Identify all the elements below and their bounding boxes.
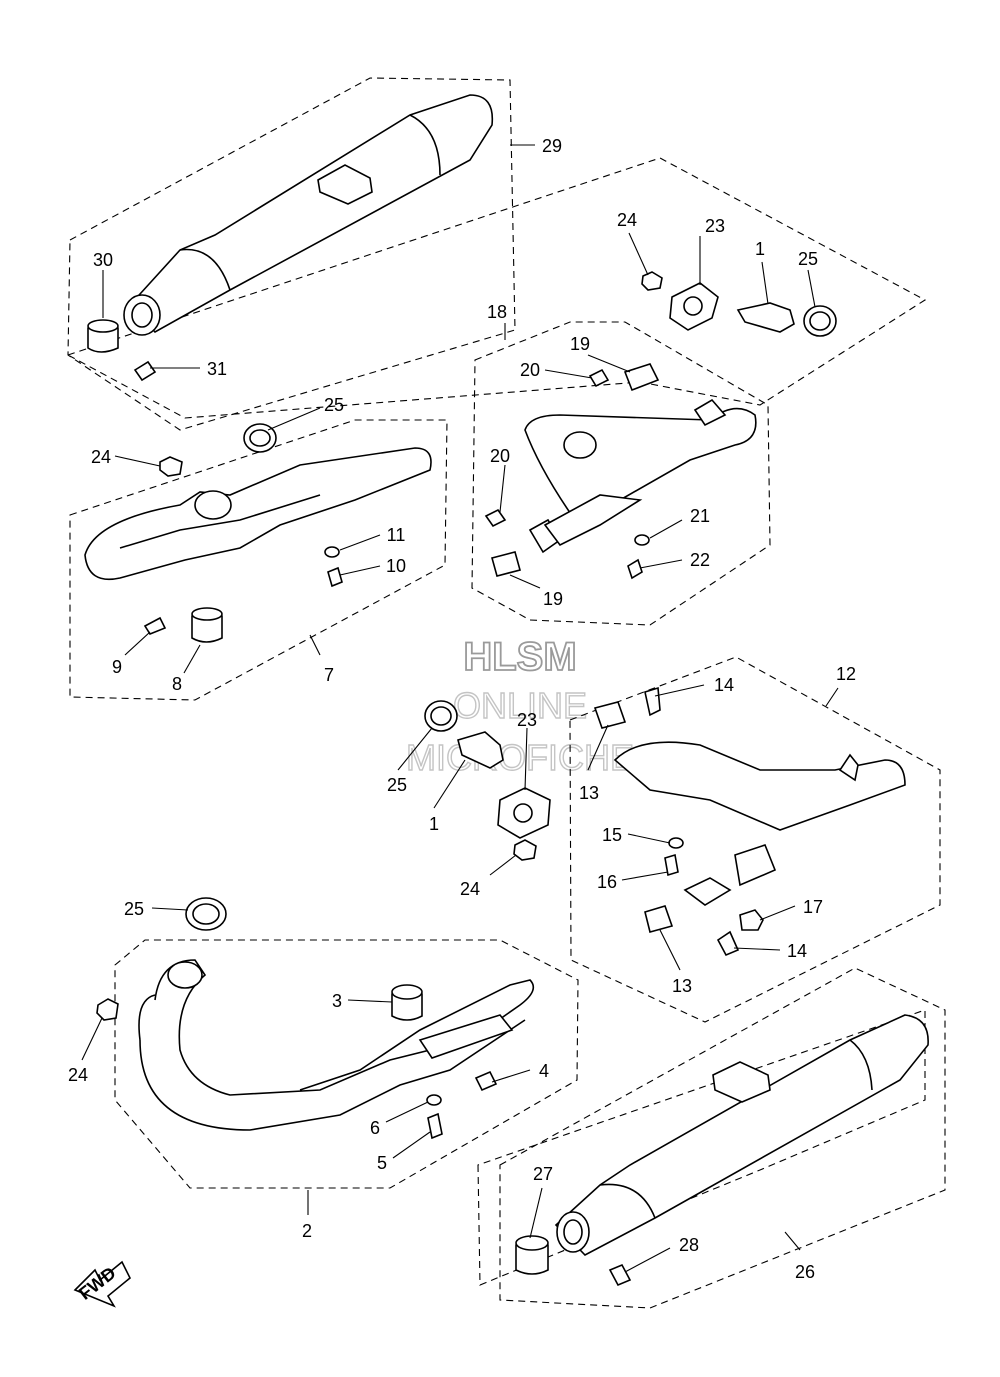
callout-25-left: 25 <box>324 395 344 415</box>
callout-7: 7 <box>324 665 334 685</box>
callout-26: 26 <box>795 1262 815 1282</box>
callout-19-top: 19 <box>570 334 590 354</box>
callout-4: 4 <box>539 1061 549 1081</box>
muffler-assembly-29 <box>66 77 927 431</box>
callout-2: 2 <box>302 1221 312 1241</box>
callout-8: 8 <box>172 674 182 694</box>
callout-24-left: 24 <box>91 447 111 467</box>
callout-6: 6 <box>370 1118 380 1138</box>
exhaust-pipe-assembly-2 <box>96 897 579 1189</box>
callout-19-bottom: 19 <box>543 589 563 609</box>
callout-1-middle: 1 <box>429 814 439 834</box>
callout-10: 10 <box>386 556 406 576</box>
callout-5: 5 <box>377 1153 387 1173</box>
callout-31: 31 <box>207 359 227 379</box>
callout-23-middle: 23 <box>517 710 537 730</box>
callout-29: 29 <box>542 136 562 156</box>
callout-3: 3 <box>332 991 342 1011</box>
callout-24-middle: 24 <box>460 879 480 899</box>
callout-24-bottom: 24 <box>68 1065 88 1085</box>
watermark: HLSM ONLINE MICROFICHE <box>405 634 634 779</box>
callout-12: 12 <box>836 664 856 684</box>
callout-13-top: 13 <box>579 783 599 803</box>
loose-parts-middle <box>424 700 551 861</box>
callout-25-top: 25 <box>798 249 818 269</box>
exhaust-pipe-assembly-7 <box>69 419 448 701</box>
callout-30: 30 <box>93 250 113 270</box>
callout-13-bottom: 13 <box>672 976 692 996</box>
callout-28: 28 <box>679 1235 699 1255</box>
watermark-line2: ONLINE <box>453 685 587 726</box>
callout-21: 21 <box>690 506 710 526</box>
fwd-arrow-icon: FWD <box>73 1260 132 1308</box>
callout-15: 15 <box>602 825 622 845</box>
watermark-line1: HLSM <box>463 635 576 679</box>
callout-25-bottom: 25 <box>124 899 144 919</box>
callout-20-bottom: 20 <box>490 446 510 466</box>
callout-27: 27 <box>533 1164 553 1184</box>
callout-16: 16 <box>597 872 617 892</box>
callout-14-bottom: 14 <box>787 941 807 961</box>
watermark-line3: MICROFICHE <box>406 737 634 778</box>
callout-23-top: 23 <box>705 216 725 236</box>
callout-1-top: 1 <box>755 239 765 259</box>
callout-20-top: 20 <box>520 360 540 380</box>
callout-11: 11 <box>387 525 406 545</box>
callout-9: 9 <box>112 657 122 677</box>
callout-22: 22 <box>690 550 710 570</box>
muffler-assembly-26 <box>477 967 946 1309</box>
callout-labels: 29 30 31 24 23 1 25 18 19 20 20 21 22 19… <box>68 136 856 1282</box>
callout-17: 17 <box>803 897 823 917</box>
exhaust-pipe-assembly-18 <box>471 271 837 626</box>
callout-14-top: 14 <box>714 675 734 695</box>
callout-24-top: 24 <box>617 210 637 230</box>
exhaust-pipe-assembly-12 <box>569 656 941 1023</box>
callout-25-middle: 25 <box>387 775 407 795</box>
callout-18: 18 <box>487 302 507 322</box>
